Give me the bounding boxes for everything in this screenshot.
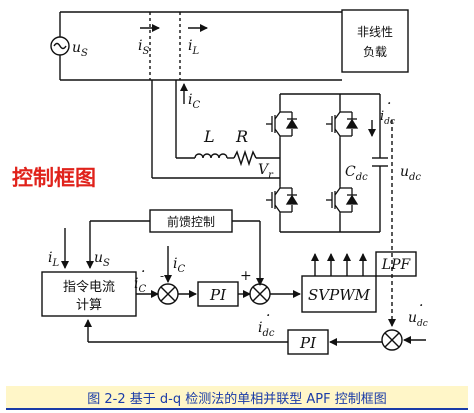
load-label-2: 负载	[363, 45, 387, 59]
dot-idc-bottom: ·	[266, 308, 270, 324]
label-idc-top: idc	[380, 109, 395, 127]
label-us: uS	[72, 40, 88, 59]
dot-ic-ref: ·	[141, 264, 145, 280]
igbt-lower-left	[264, 186, 299, 214]
svpwm-block	[301, 275, 377, 313]
plus-sign: +	[240, 268, 252, 284]
dot-idc-top: ·	[387, 96, 391, 112]
load-label-1: 非线性	[357, 25, 393, 39]
minus-sign-1: -	[160, 269, 164, 283]
label-udc: udc	[400, 164, 421, 183]
label-udc-ref: udc	[408, 310, 428, 329]
igbt-lower-right	[324, 186, 359, 214]
figure-caption: 图 2-2 基于 d-q 检测法的单相并联型 APF 控制框图	[87, 392, 387, 407]
label-is: iS	[138, 38, 149, 57]
input-iL: iL	[48, 250, 59, 269]
label-ic-top: iC	[188, 92, 200, 111]
dot-udc-ref: ·	[419, 298, 423, 314]
pi1-label: PI	[209, 286, 227, 304]
overlay-title: 控制框图	[12, 166, 96, 190]
label-iL: iL	[188, 38, 199, 57]
label-ic-ref: iC	[134, 276, 146, 295]
sum-junction-3	[381, 329, 403, 351]
resistor-R	[233, 149, 257, 167]
input-us: uS	[94, 250, 110, 269]
lpf-block	[375, 251, 417, 277]
caption-background	[6, 386, 468, 410]
svpwm-label: SVPWM	[308, 286, 371, 304]
label-L: L	[203, 127, 215, 146]
label-Vr: Vr	[258, 162, 274, 181]
inductor-L	[194, 153, 228, 159]
label-idc-bottom: idc	[258, 320, 275, 339]
sine-icon	[53, 42, 67, 50]
pi2-label: PI	[299, 334, 317, 352]
cmd-label-2: 计算	[76, 298, 102, 313]
cmd-label-1: 指令电流	[63, 280, 115, 295]
label-Cdc: Cdc	[345, 164, 368, 183]
label-ic-fb: iC	[173, 256, 185, 275]
label-R: R	[235, 127, 248, 146]
igbt-upper-left	[264, 110, 299, 138]
feedforward-label: 前馈控制	[167, 214, 215, 229]
lpf-label: LPF	[381, 257, 412, 273]
nonlinear-load-box	[341, 9, 409, 73]
igbt-upper-right	[324, 110, 359, 138]
